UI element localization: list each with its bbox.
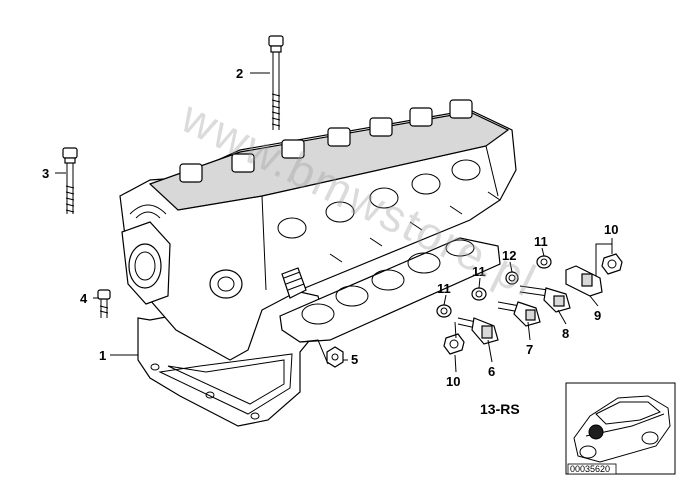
seal-ring-11c [436,304,452,318]
callout-11-top: 11 [534,234,548,249]
thumbnail-image-number: 00035620 [570,464,610,474]
temperature-sensor-6 [457,317,499,345]
section-label: 13-RS [480,401,520,417]
leader-lines [55,72,613,373]
callout-10-bottom: 10 [446,374,460,389]
temperature-sensor-7 [497,301,541,327]
location-marker [588,424,604,440]
plug-10a [601,253,623,275]
callout-3: 3 [42,166,49,181]
temperature-sensor-9 [565,265,603,297]
vehicle-thumbnail: 00035620 [565,382,676,475]
head-gasket [279,237,501,343]
temperature-sensor-8 [519,285,571,313]
callout-7: 7 [526,342,533,357]
callout-8: 8 [562,326,569,341]
head-bolt-long [268,35,284,130]
callout-9: 9 [594,308,601,323]
hex-nut [326,346,344,368]
callout-11-middle: 11 [472,264,486,279]
head-bolt-short [62,147,78,214]
callout-11-bottom: 11 [437,281,451,296]
callout-2: 2 [236,66,243,81]
callout-6: 6 [488,364,495,379]
callout-10-top: 10 [604,222,618,237]
seal-ring-11b [471,287,487,301]
callout-4: 4 [80,291,88,306]
hex-bolt [97,289,111,318]
plug-10b [443,333,465,355]
callout-5: 5 [351,352,358,367]
callout-1: 1 [99,348,106,363]
callout-12: 12 [502,248,516,263]
cylinder-head [119,99,517,361]
